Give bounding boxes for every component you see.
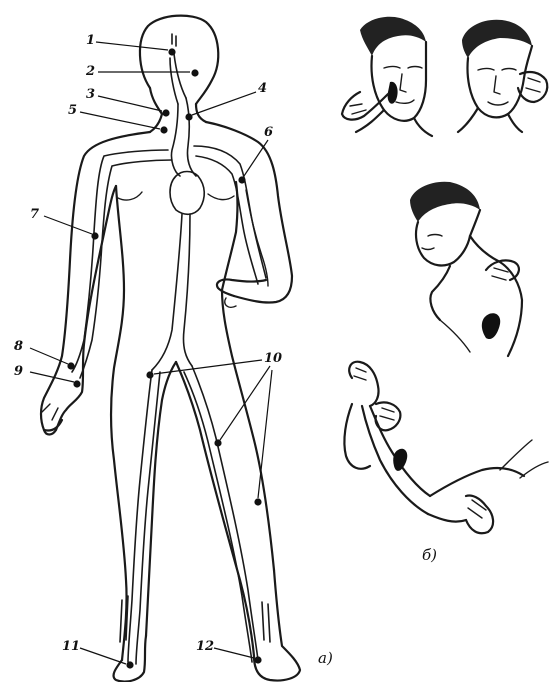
shoulder-pressure-sketch (410, 182, 522, 356)
point-dot-5 (160, 126, 167, 133)
vessel-paths (72, 34, 270, 664)
face-pressure-sketch-left (342, 17, 432, 136)
point-dot-8 (67, 362, 74, 369)
point-dot-9 (73, 380, 80, 387)
point-dot-12 (254, 656, 261, 663)
leader-lines (30, 42, 272, 664)
point-label-8: 8 (14, 339, 23, 354)
point-label-5: 5 (68, 103, 77, 118)
point-label-1: 1 (86, 33, 95, 48)
point-label-10: 10 (264, 351, 282, 366)
point-dot-4 (185, 113, 192, 120)
point-dot-2 (191, 69, 198, 76)
point-label-7: 7 (30, 207, 39, 222)
point-dot-3 (162, 109, 169, 116)
point-label-11: 11 (62, 639, 80, 654)
technique-sketches: б) (342, 17, 548, 564)
point-dot-7 (91, 232, 98, 239)
arm-pressure-sketch (344, 362, 548, 534)
point-dot-6 (238, 176, 245, 183)
point-dot-10b (214, 439, 221, 446)
left-foot-outline (114, 636, 146, 682)
point-dot-1 (168, 48, 175, 55)
face-pressure-sketch-right (458, 20, 547, 132)
panel-label-b: б) (422, 546, 437, 564)
panel-label-a: a) (318, 649, 333, 667)
point-dot-11 (126, 661, 133, 668)
point-label-4: 4 (258, 81, 267, 96)
point-label-12: 12 (196, 639, 214, 654)
point-dot-10c (254, 498, 261, 505)
left-arm-outline (41, 132, 150, 435)
point-label-9: 9 (14, 364, 23, 379)
torso-left-outline (111, 186, 127, 660)
heart-outline (170, 172, 204, 215)
body-figure: 1 2 3 4 5 6 7 8 9 10 11 12 a) (14, 16, 333, 682)
point-label-2: 2 (85, 64, 95, 79)
point-label-3: 3 (86, 87, 95, 102)
point-dot-10a (146, 371, 153, 378)
point-label-6: 6 (264, 125, 273, 140)
right-foot-outline (254, 570, 300, 681)
